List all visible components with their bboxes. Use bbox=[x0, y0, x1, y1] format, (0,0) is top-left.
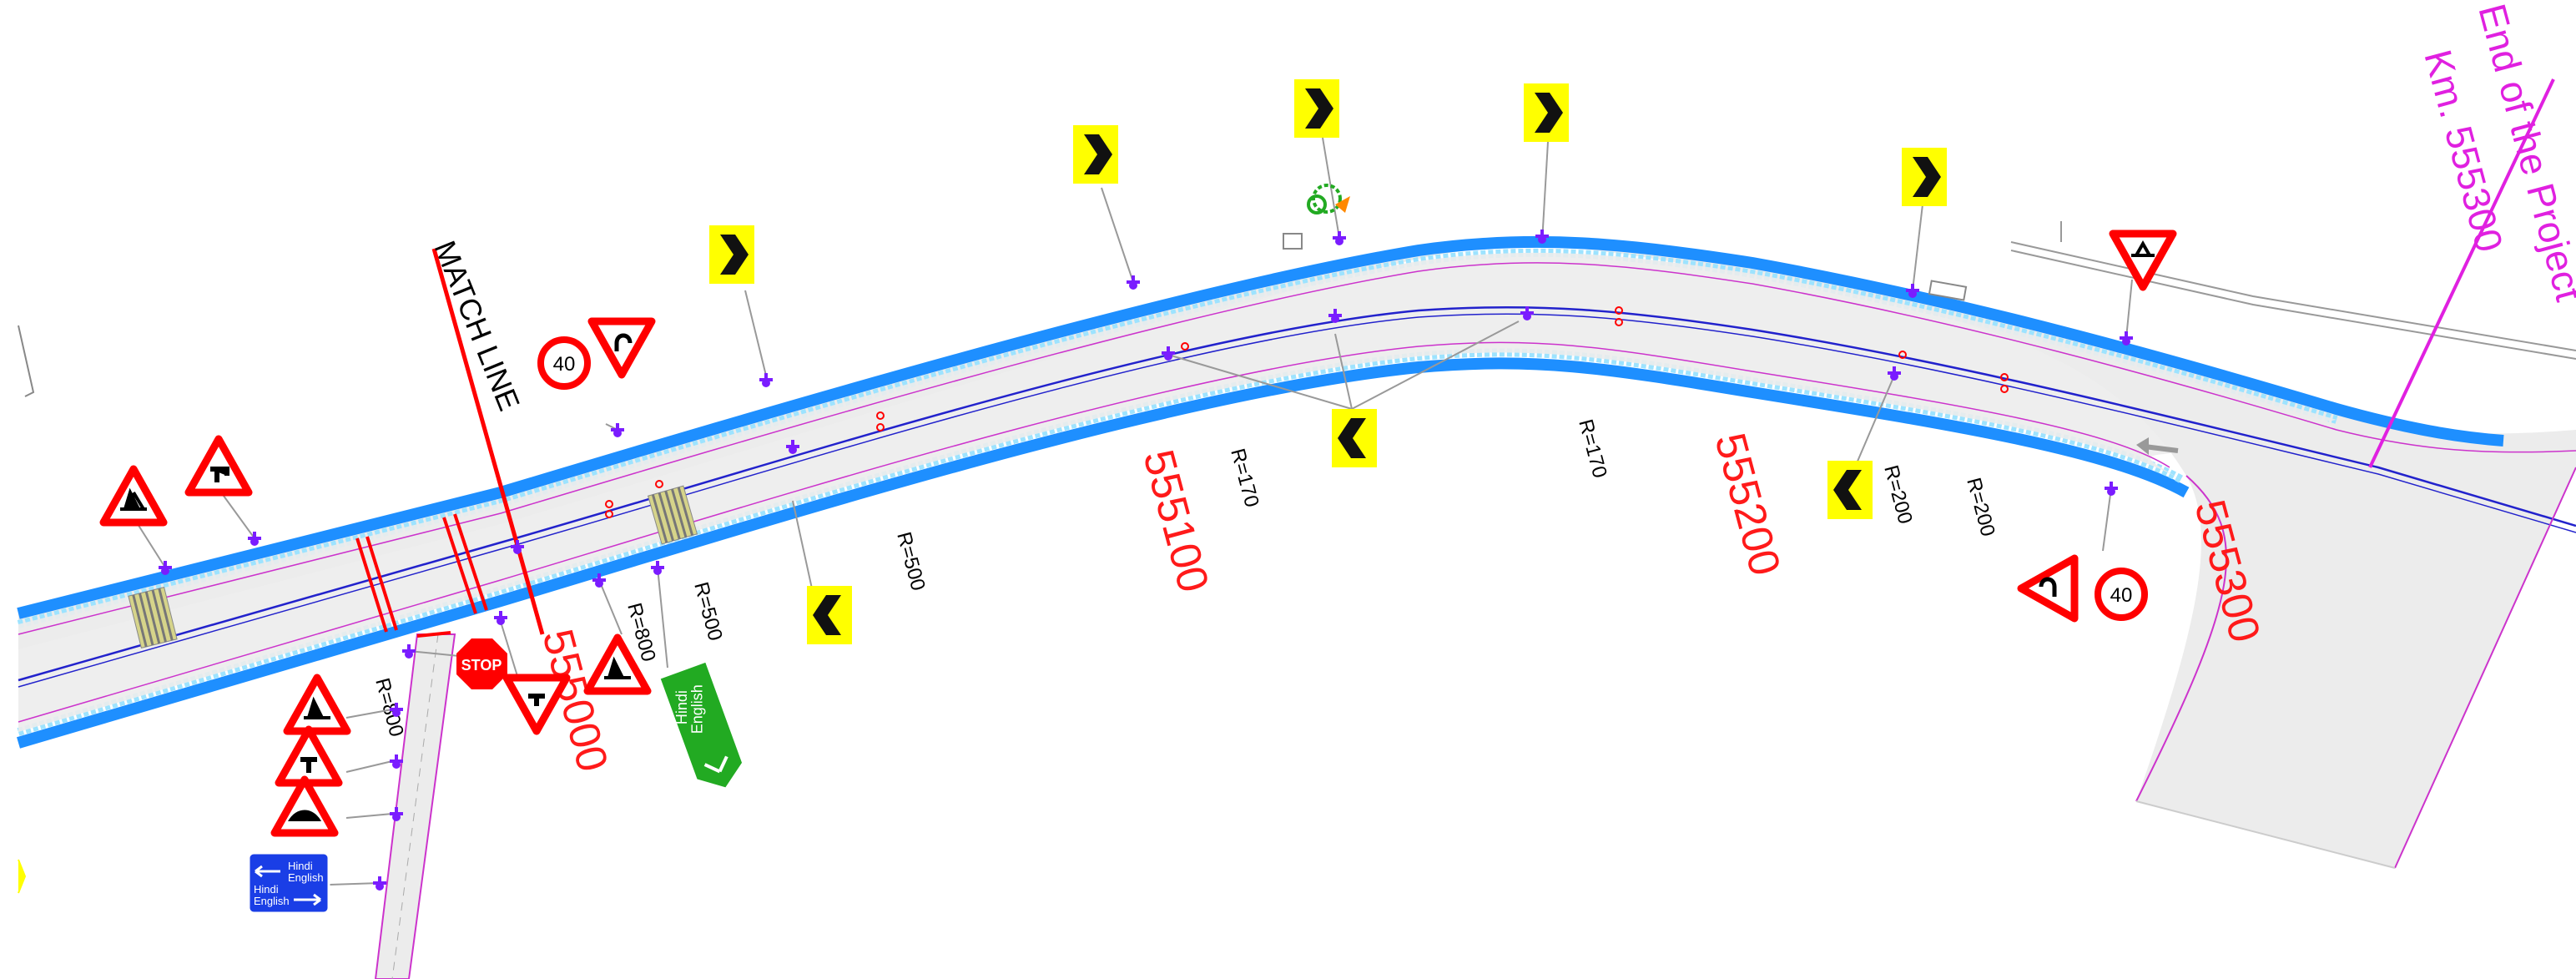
railway-track bbox=[2010, 221, 2576, 360]
match-line-label: MATCH LINE bbox=[428, 236, 527, 416]
chevron-sign-icon bbox=[709, 225, 754, 284]
main-carriageway bbox=[17, 235, 2576, 869]
speed-limit-value: 40 bbox=[553, 353, 576, 376]
radius-label: R=170 bbox=[1226, 447, 1263, 510]
chainage-555200: 555200 bbox=[1705, 428, 1789, 581]
delineator-markers bbox=[605, 306, 2009, 518]
warning-triangle-icon bbox=[592, 321, 652, 375]
chevron-sign-icon bbox=[1294, 79, 1339, 138]
arrow-icon bbox=[2136, 437, 2179, 455]
chevron-sign-icon bbox=[1524, 83, 1569, 142]
chevron-sign-icon bbox=[807, 586, 852, 644]
pedestrian-crossing-1 bbox=[128, 587, 178, 648]
radius-label: R=200 bbox=[1879, 463, 1917, 527]
blue-sign-bottom1: Hindi bbox=[254, 883, 279, 896]
radius-label: R=170 bbox=[1574, 417, 1611, 481]
warning-triangle-icon bbox=[103, 469, 164, 522]
speed-limit-value: 40 bbox=[2110, 584, 2133, 607]
minor-features bbox=[18, 233, 1968, 894]
warning-triangle-icon bbox=[287, 678, 347, 731]
end-of-project-marker: End of the Project Km. 555300 bbox=[2368, 0, 2576, 468]
blue-sign-top1: Hindi bbox=[288, 860, 313, 872]
junction-stop-lines bbox=[355, 513, 488, 638]
green-direction-sign: Hindi English bbox=[657, 659, 745, 790]
green-sign-line1: Hindi bbox=[673, 690, 690, 724]
warning-triangle-icon bbox=[189, 439, 249, 492]
radius-label: R=800 bbox=[371, 676, 408, 739]
warning-triangle-icon bbox=[2113, 234, 2173, 287]
chevron-sign-icon bbox=[1902, 148, 1947, 206]
speed-limit-sign-2: 40 bbox=[2095, 568, 2148, 621]
blue-sign-top2: English bbox=[288, 871, 324, 884]
warning-triangle-icon bbox=[507, 678, 567, 731]
warning-signs bbox=[103, 234, 2173, 833]
tree-icon bbox=[1307, 184, 1350, 214]
warning-triangle-icon bbox=[279, 729, 339, 783]
chevron-sign-icon bbox=[1073, 125, 1118, 184]
warning-triangle-icon bbox=[2021, 558, 2074, 618]
stop-sign-icon: STOP bbox=[456, 638, 507, 689]
chainage-555100: 555100 bbox=[1133, 445, 1217, 598]
radius-label: R=500 bbox=[689, 580, 727, 643]
sign-leader-lines bbox=[133, 137, 2133, 886]
pedestrian-crossing-2 bbox=[647, 485, 698, 545]
radius-label: R=200 bbox=[1962, 476, 1999, 539]
chevron-sign-icon bbox=[1827, 461, 1873, 519]
chevron-sign-icon bbox=[1332, 409, 1377, 467]
warning-triangle-icon bbox=[587, 638, 648, 691]
blue-sign-bottom2: English bbox=[254, 895, 290, 907]
radius-label: R=500 bbox=[892, 530, 930, 593]
green-sign-line2: English bbox=[689, 684, 706, 734]
warning-triangle-icon bbox=[275, 780, 335, 833]
blue-direction-sign: Hindi English Hindi English bbox=[247, 851, 330, 915]
speed-limit-sign-1: 40 bbox=[537, 336, 591, 390]
stop-sign-label: STOP bbox=[461, 657, 502, 674]
